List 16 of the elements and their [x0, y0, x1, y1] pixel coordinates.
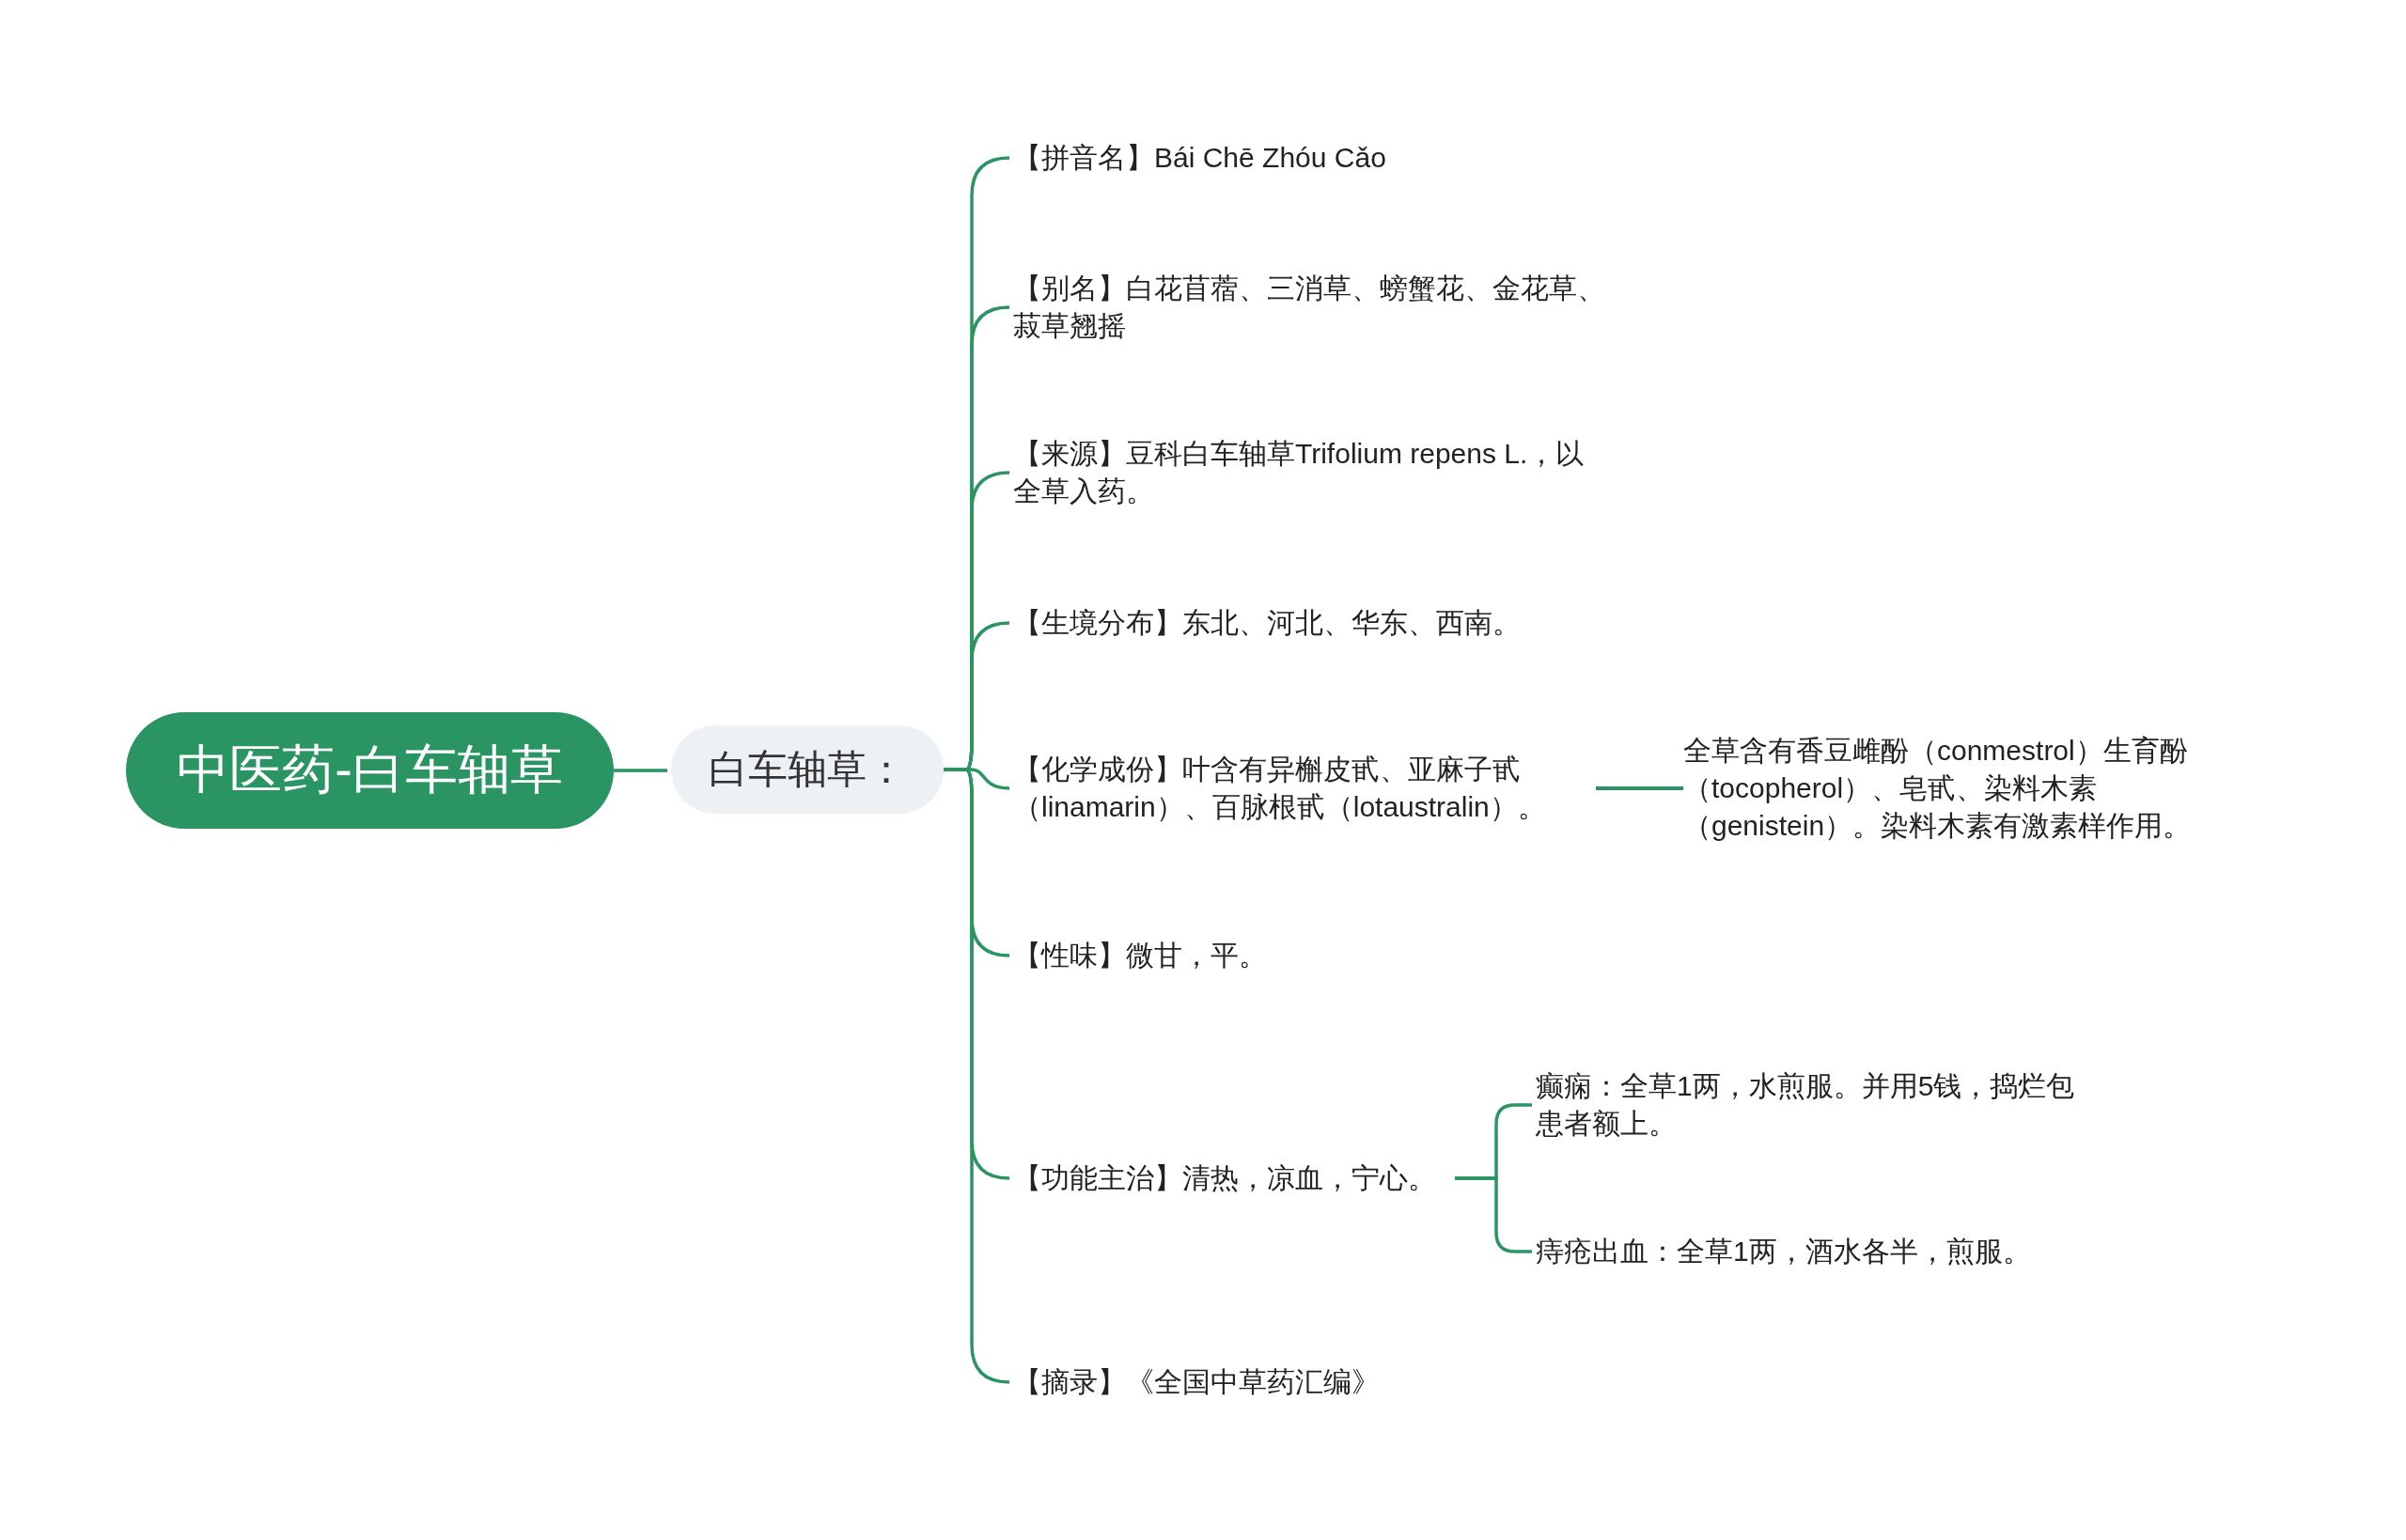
subtopic-pill: 白车轴草： [671, 725, 944, 814]
branch-text: 【摘录】《全国中草药汇编》 [1013, 1363, 1605, 1401]
branch-text: 【性味】微甘，平。 [1013, 937, 1605, 974]
branch-text: 【来源】豆科白车轴草Trifolium repens L.，以全草入药。 [1013, 435, 1605, 510]
branch-text: 癫痫：全草1两，水煎服。并用5钱，捣烂包患者额上。 [1536, 1067, 2100, 1143]
branch-text: 【拼音名】Bái Chē Zhóu Cǎo [1013, 139, 1605, 177]
connector-line [1455, 1176, 1532, 1253]
branch-text: 【功能主治】清热，凉血，宁心。 [1013, 1159, 1455, 1197]
branch-text: 【化学成份】叶含有异槲皮甙、亚麻子甙（linamarin）、百脉根甙（lotaustralin）。 [1013, 751, 1596, 826]
branch-text: 全草含有香豆雌酚（conmestrol）生育酚（tocopherol）、皂甙、染料木素（genistein）。染料木素有激素样作用。 [1683, 732, 2266, 845]
connector-line [614, 769, 667, 772]
topic-pill: 中医药-白车轴草 [126, 712, 614, 829]
branch-text: 【生境分布】东北、河北、华东、西南。 [1013, 604, 1605, 642]
branch-text: 痔疮出血：全草1两，酒水各半，煎服。 [1536, 1233, 2100, 1270]
connector-line [1596, 786, 1683, 790]
branch-text: 【别名】白花苜蓿、三消草、螃蟹花、金花草、菽草翘摇 [1013, 270, 1605, 345]
